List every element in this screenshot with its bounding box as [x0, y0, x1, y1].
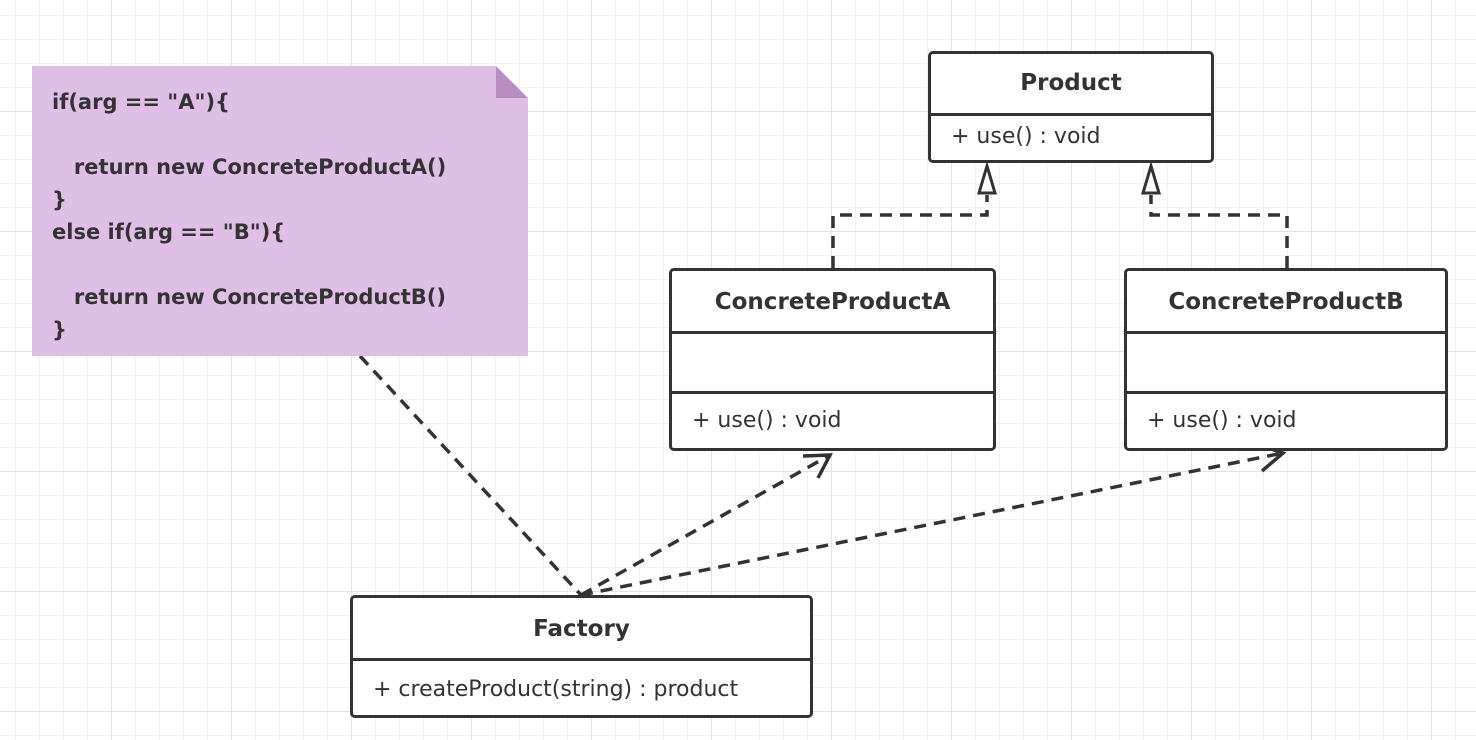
note-code-block: if(arg == "A"){ return new ConcreteProdu…: [52, 86, 446, 346]
class-concrete-product-b-method: + use() : void: [1147, 408, 1297, 433]
class-factory[interactable]: Factory + createProduct(string) : produc…: [350, 595, 813, 718]
class-product-name: Product: [931, 54, 1211, 116]
class-concrete-product-a-name: ConcreteProductA: [672, 271, 993, 334]
class-concrete-product-b[interactable]: ConcreteProductB + use() : void: [1124, 268, 1448, 451]
class-concrete-product-a[interactable]: ConcreteProductA + use() : void: [669, 268, 996, 451]
note-line: if(arg == "A"){: [52, 90, 230, 114]
realization-a-to-product: [831, 195, 989, 268]
code-note: if(arg == "A"){ return new ConcreteProdu…: [32, 66, 528, 356]
note-line: [52, 119, 446, 152]
class-factory-name: Factory: [353, 598, 810, 661]
class-concrete-product-a-attributes: [672, 334, 993, 394]
class-concrete-product-b-attributes: [1127, 334, 1445, 394]
class-concrete-product-b-name: ConcreteProductB: [1127, 271, 1445, 334]
note-line: else if(arg == "B"){: [52, 220, 286, 244]
realization-arrowhead-a: [976, 160, 998, 195]
note-anchor-line: [358, 354, 583, 597]
note-line: }: [52, 317, 67, 342]
note-line: return new ConcreteProductB(): [52, 285, 447, 309]
class-product[interactable]: Product + use() : void: [928, 51, 1214, 163]
note-line: }: [52, 187, 67, 212]
class-concrete-product-a-method: + use() : void: [692, 408, 842, 433]
dependency-factory-to-b: [580, 451, 1284, 597]
dependency-arrowhead-a: [802, 453, 833, 479]
dependency-factory-to-a: [580, 453, 831, 597]
note-line: return new ConcreteProductA(): [52, 155, 447, 179]
realization-b-to-product: [1149, 195, 1289, 268]
class-product-method: + use() : void: [951, 124, 1101, 149]
note-line: [52, 249, 446, 282]
realization-arrowhead-b: [1140, 160, 1162, 195]
class-factory-method: + createProduct(string) : product: [373, 677, 739, 702]
